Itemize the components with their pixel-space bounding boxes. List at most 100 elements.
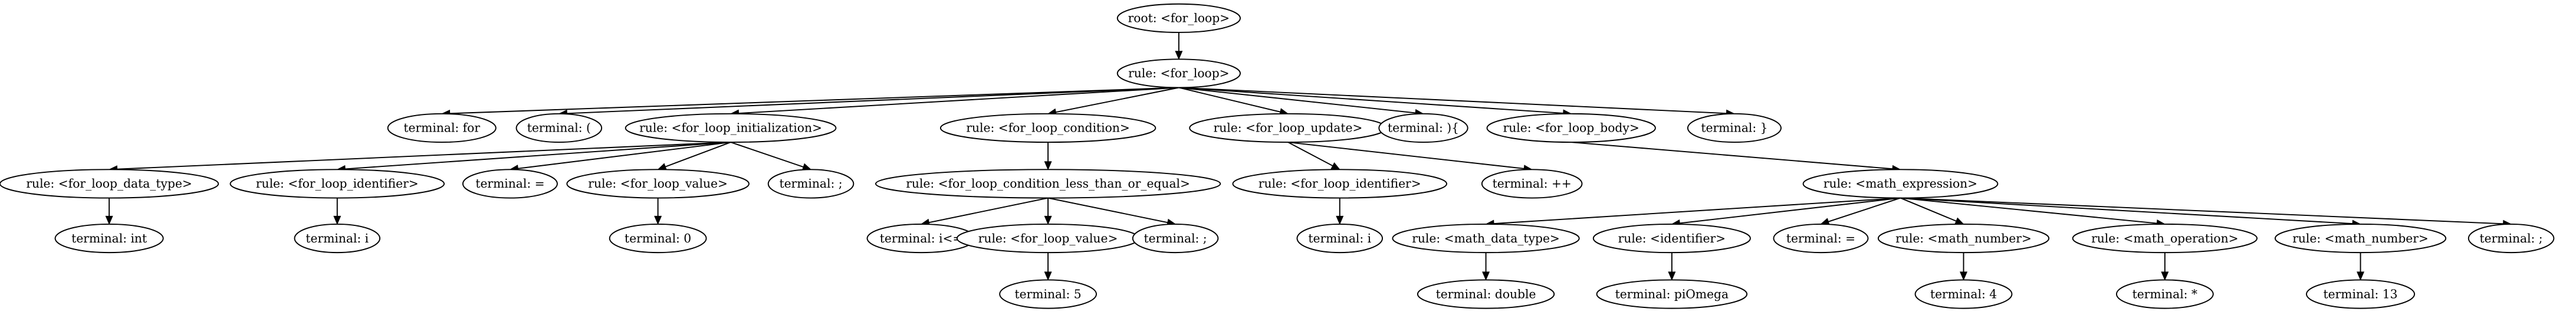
edge-for-loop-to-t-rbrace bbox=[1178, 87, 1736, 117]
node-label: rule: <for_loop_condition> bbox=[966, 121, 1129, 135]
node-label: terminal: for bbox=[403, 121, 480, 135]
node-ellipse bbox=[2072, 223, 2258, 254]
node-ellipse bbox=[1417, 279, 1555, 309]
node-label: rule: <math_expression> bbox=[1823, 176, 1977, 191]
node-t-semi2: terminal: ; bbox=[1132, 223, 1219, 254]
edge-root-to-for-loop bbox=[1175, 32, 1183, 60]
node-ellipse bbox=[54, 223, 164, 254]
arrowhead-icon bbox=[1954, 217, 1964, 225]
node-ellipse bbox=[1802, 169, 1999, 199]
node-label: rule: <for_loop_initialization> bbox=[639, 121, 822, 135]
edge-value-to-t-zero bbox=[654, 198, 662, 225]
arrowhead-icon bbox=[2357, 271, 2365, 281]
node-label: terminal: ( bbox=[527, 121, 591, 135]
node-label: terminal: ; bbox=[2480, 231, 2543, 245]
node-label: rule: <math_number> bbox=[2292, 231, 2429, 245]
node-ident: rule: <for_loop_identifier> bbox=[229, 169, 445, 199]
node-label: terminal: 4 bbox=[1930, 287, 1997, 301]
arrowhead-icon bbox=[105, 215, 113, 225]
arrowhead-icon bbox=[1330, 162, 1340, 170]
node-label: root: <for_loop> bbox=[1128, 11, 1230, 25]
node-t-rbrace: terminal: } bbox=[1687, 113, 1782, 143]
arrowhead-icon bbox=[1175, 51, 1183, 60]
node-cond-value: rule: <for_loop_value> bbox=[956, 223, 1140, 254]
node-t-i2: terminal: i bbox=[1296, 223, 1384, 254]
node-ellipse bbox=[2274, 223, 2447, 254]
node-label: terminal: double bbox=[1436, 287, 1536, 301]
node-ellipse bbox=[1914, 279, 2013, 309]
edge-math-expr-to-math-id bbox=[1671, 197, 1901, 227]
edge-update-to-upd-ident bbox=[1287, 142, 1340, 170]
node-math-expr: rule: <math_expression> bbox=[1802, 169, 1999, 199]
edge-for-loop-to-t-lparen bbox=[558, 87, 1179, 117]
node-t-i1: terminal: i bbox=[294, 223, 381, 254]
node-ellipse bbox=[2305, 279, 2416, 309]
edge-for-loop-to-init bbox=[730, 87, 1179, 117]
node-body: rule: <for_loop_body> bbox=[1486, 113, 1656, 143]
node-t-eq2: terminal: = bbox=[1773, 223, 1869, 254]
node-ellipse bbox=[939, 113, 1156, 143]
node-label: rule: <for_loop> bbox=[1128, 66, 1230, 80]
node-t-incr: terminal: ++ bbox=[1481, 169, 1583, 199]
node-t-double: terminal: double bbox=[1417, 279, 1555, 309]
node-data-type: rule: <for_loop_data_type> bbox=[0, 169, 219, 199]
edge-math-id-to-t-piomega bbox=[1668, 253, 1676, 281]
node-ellipse bbox=[1378, 113, 1468, 143]
arrowhead-icon bbox=[1482, 271, 1490, 281]
node-label: rule: <for_loop_body> bbox=[1503, 121, 1639, 135]
edge-ident-to-t-i1 bbox=[333, 198, 341, 225]
edge-cond-le-to-cond-value bbox=[1044, 198, 1052, 225]
node-label: rule: <for_loop_value> bbox=[978, 231, 1118, 245]
node-ellipse bbox=[1116, 58, 1241, 88]
edge-init-to-t-semi1 bbox=[730, 142, 812, 171]
node-ellipse bbox=[0, 169, 219, 199]
node-value: rule: <for_loop_value> bbox=[566, 169, 750, 199]
node-label: terminal: 5 bbox=[1015, 287, 1082, 301]
node-label: terminal: int bbox=[71, 231, 147, 245]
node-cond: rule: <for_loop_condition> bbox=[939, 113, 1156, 143]
edge-math-expr-to-t-semi3 bbox=[1900, 197, 2512, 228]
node-ellipse bbox=[1132, 223, 1219, 254]
arrowhead-icon bbox=[1044, 161, 1052, 171]
node-label: terminal: 0 bbox=[625, 231, 691, 245]
node-t-thirteen: terminal: 13 bbox=[2305, 279, 2416, 309]
edge-cond-le-to-t-ile bbox=[920, 197, 1049, 227]
node-t-piomega: terminal: piOmega bbox=[1596, 279, 1748, 309]
edge-math-expr-to-math-op bbox=[1900, 197, 2166, 228]
node-t-int: terminal: int bbox=[54, 223, 164, 254]
node-label: rule: <for_loop_update> bbox=[1214, 121, 1363, 135]
edges-layer: root: <for_loop> rule: <for_loop> terminal… bbox=[0, 3, 2555, 309]
node-ellipse bbox=[767, 169, 855, 199]
node-label: terminal: } bbox=[1701, 121, 1767, 135]
node-ellipse bbox=[875, 169, 1221, 199]
node-init: rule: <for_loop_initialization> bbox=[625, 113, 837, 143]
node-ellipse bbox=[1877, 223, 2050, 254]
arrowhead-icon bbox=[333, 215, 341, 225]
arrowhead-icon bbox=[2161, 271, 2169, 281]
node-update: rule: <for_loop_update> bbox=[1189, 113, 1387, 143]
node-label: rule: <math_operation> bbox=[2091, 231, 2239, 245]
node-label: terminal: = bbox=[1786, 231, 1855, 245]
node-root: root: <for_loop> bbox=[1116, 3, 1241, 33]
edge-cond-to-cond-le bbox=[1044, 142, 1052, 171]
node-label: rule: <math_number> bbox=[1895, 231, 2032, 245]
node-t-four: terminal: 4 bbox=[1914, 279, 2013, 309]
node-ellipse bbox=[1687, 113, 1782, 143]
node-label: terminal: ; bbox=[779, 176, 842, 191]
node-t-semi1: terminal: ; bbox=[767, 169, 855, 199]
edge-cond-value-to-t-five bbox=[1044, 253, 1052, 281]
node-label: terminal: = bbox=[475, 176, 544, 191]
node-label: terminal: * bbox=[2133, 287, 2197, 301]
node-ellipse bbox=[1773, 223, 1869, 254]
node-label: terminal: i<= bbox=[880, 231, 963, 245]
node-t-eq: terminal: = bbox=[462, 169, 558, 199]
edge-data-type-to-t-int bbox=[105, 198, 113, 225]
node-math-num2: rule: <math_number> bbox=[2274, 223, 2447, 254]
arrowhead-icon bbox=[1044, 271, 1052, 281]
node-t-rparen-brace: terminal: ){ bbox=[1378, 113, 1468, 143]
node-t-lparen: terminal: ( bbox=[515, 113, 603, 143]
edge-math-op-to-t-star bbox=[2161, 253, 2169, 281]
node-ellipse bbox=[2467, 223, 2555, 254]
node-t-star: terminal: * bbox=[2115, 279, 2214, 309]
node-label: rule: <for_loop_value> bbox=[588, 176, 728, 191]
